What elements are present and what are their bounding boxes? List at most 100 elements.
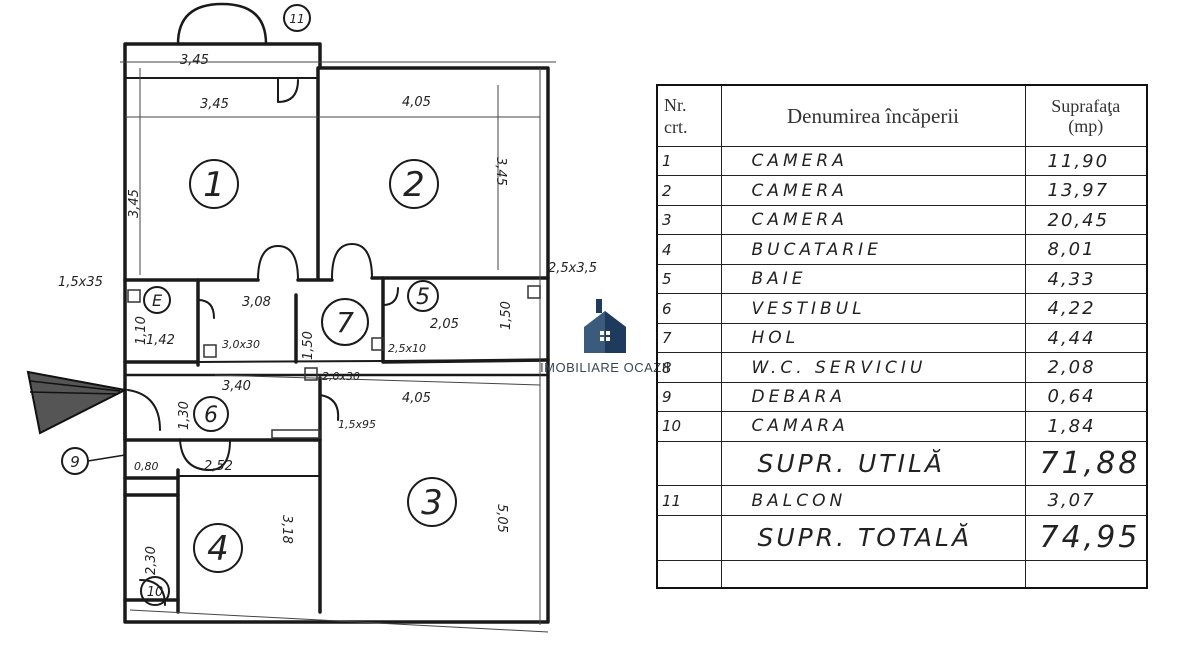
dim-room1-width: 3,45: [200, 97, 229, 112]
room-label-8: E: [152, 291, 163, 310]
header-name: Denumirea încăperii: [720, 84, 1026, 147]
door-5: [382, 287, 399, 306]
dim-pantry: 0,80: [134, 460, 159, 473]
house-logo-icon: [584, 299, 626, 353]
dim-vent-hall: 2,0x30: [322, 370, 360, 383]
row-name: BUCATARIE: [720, 234, 1026, 265]
room-label-1: 1: [203, 165, 225, 205]
wall-pantry: [123, 476, 180, 497]
balcony-name: BALCON: [720, 485, 1026, 516]
dim-room3-height: 5,05: [494, 504, 509, 533]
dim-vent-wc: 2,5x10: [388, 342, 426, 355]
row-area: 1,84: [1024, 411, 1148, 442]
row-nr: 6: [656, 293, 722, 324]
empty-name: [720, 559, 1026, 589]
row-area: 4,22: [1024, 293, 1148, 324]
dim-hall6-height: 1,30: [177, 401, 192, 430]
balcony-nr: 11: [656, 485, 722, 516]
header-nr: Nr. crt.: [656, 84, 722, 147]
bay-window: [176, 2, 268, 46]
dim-e-width: 1,42: [146, 333, 175, 348]
door-kitchen: [179, 439, 231, 471]
row-name: CAMERA: [720, 204, 1026, 236]
useful-area-label: SUPR. UTILĂ: [720, 440, 1026, 487]
empty-nr: [656, 559, 722, 589]
room-label-10: 10: [147, 585, 164, 600]
useful-area-value: 71,88: [1024, 440, 1148, 487]
room-label-3: 3: [421, 483, 443, 523]
total-area-label: SUPR. TOTALĂ: [720, 514, 1026, 561]
room-label-7: 7: [336, 306, 354, 339]
row-name: DEBARA: [720, 381, 1026, 413]
room-label-9: 9: [70, 453, 80, 471]
row-name: VESTIBUL: [720, 293, 1026, 324]
entrance-wall: [123, 388, 182, 442]
row-area: 13,97: [1024, 175, 1148, 206]
room-label-11: 11: [289, 12, 304, 26]
row-area: 11,90: [1024, 145, 1148, 177]
row-area: 8,01: [1024, 234, 1148, 265]
row-name: CAMERA: [720, 145, 1026, 177]
dim-hall7-height: 1,50: [301, 331, 316, 360]
row-name: W.C. SERVICIU: [720, 352, 1026, 383]
balcony-area: 3,07: [1024, 485, 1148, 516]
empty-area: [1024, 559, 1148, 589]
row-nr: 7: [656, 322, 722, 354]
row-area: 0,64: [1024, 381, 1148, 413]
row-name: CAMERA: [720, 175, 1026, 206]
dim-hall7-width: 3,08: [242, 295, 271, 310]
rooms-table: Nr. crt. Denumirea încăperii Suprafaţa (…: [656, 84, 1148, 589]
room-label-4: 4: [207, 529, 229, 569]
dim-kitchen-width: 2,52: [204, 459, 233, 474]
row-area: 20,45: [1024, 204, 1148, 236]
row-name: CAMARA: [720, 411, 1026, 442]
row-nr: 3: [656, 204, 722, 236]
row-area: 2,08: [1024, 352, 1148, 383]
dim-camara-height: 2,30: [144, 546, 159, 575]
room-label-2: 2: [403, 165, 425, 205]
row-nr: 2: [656, 175, 722, 206]
table-header-row: Nr. crt. Denumirea încăperii Suprafaţa (…: [656, 84, 1148, 147]
dim-balcony-width: 3,45: [180, 53, 209, 68]
total-nr: [656, 514, 722, 561]
row-area: 4,44: [1024, 322, 1148, 354]
door-3: [319, 394, 340, 421]
dim-vent-kitchen: 1,5x95: [338, 418, 376, 431]
door-room2: [331, 243, 373, 279]
dim-room1-height: 3,45: [127, 189, 142, 218]
row-name: BAIE: [720, 263, 1026, 295]
watermark: IMOBILIARE OCAZII: [505, 297, 705, 375]
row-nr: 5: [656, 263, 722, 295]
entrance-arrow-icon: [26, 370, 129, 435]
total-area-value: 74,95: [1024, 514, 1148, 561]
row-nr: 9: [656, 381, 722, 413]
useful-nr: [656, 440, 722, 487]
room-label-5: 5: [416, 285, 430, 310]
door-entrance: [127, 389, 161, 431]
floor-plan: 3,45 3,45 4,05 3,45 3,45 1,5x35 2,5x3,5 …: [26, 2, 597, 633]
dim-e-height: 1,10: [134, 316, 149, 345]
dim-room3-width: 4,05: [402, 391, 431, 406]
row-name: HOL: [720, 322, 1026, 354]
door-balcony: [277, 77, 299, 103]
dim-vent-right: 2,5x3,5: [548, 261, 597, 276]
dim-kitchen-height: 3,18: [279, 515, 294, 544]
dim-wc-width: 2,05: [430, 317, 459, 332]
dim-wc-height: 1,50: [499, 301, 514, 330]
dim-vent-e: 3,0x30: [222, 338, 260, 351]
row-nr: 4: [656, 234, 722, 265]
door-room1: [257, 245, 299, 281]
row-nr: 8: [656, 352, 722, 383]
row-nr: 1: [656, 145, 722, 177]
dim-room2-width: 4,05: [402, 95, 431, 110]
header-area: Suprafaţa (mp): [1024, 84, 1148, 147]
watermark-text: IMOBILIARE OCAZII: [540, 360, 670, 375]
door-E: [197, 299, 215, 319]
